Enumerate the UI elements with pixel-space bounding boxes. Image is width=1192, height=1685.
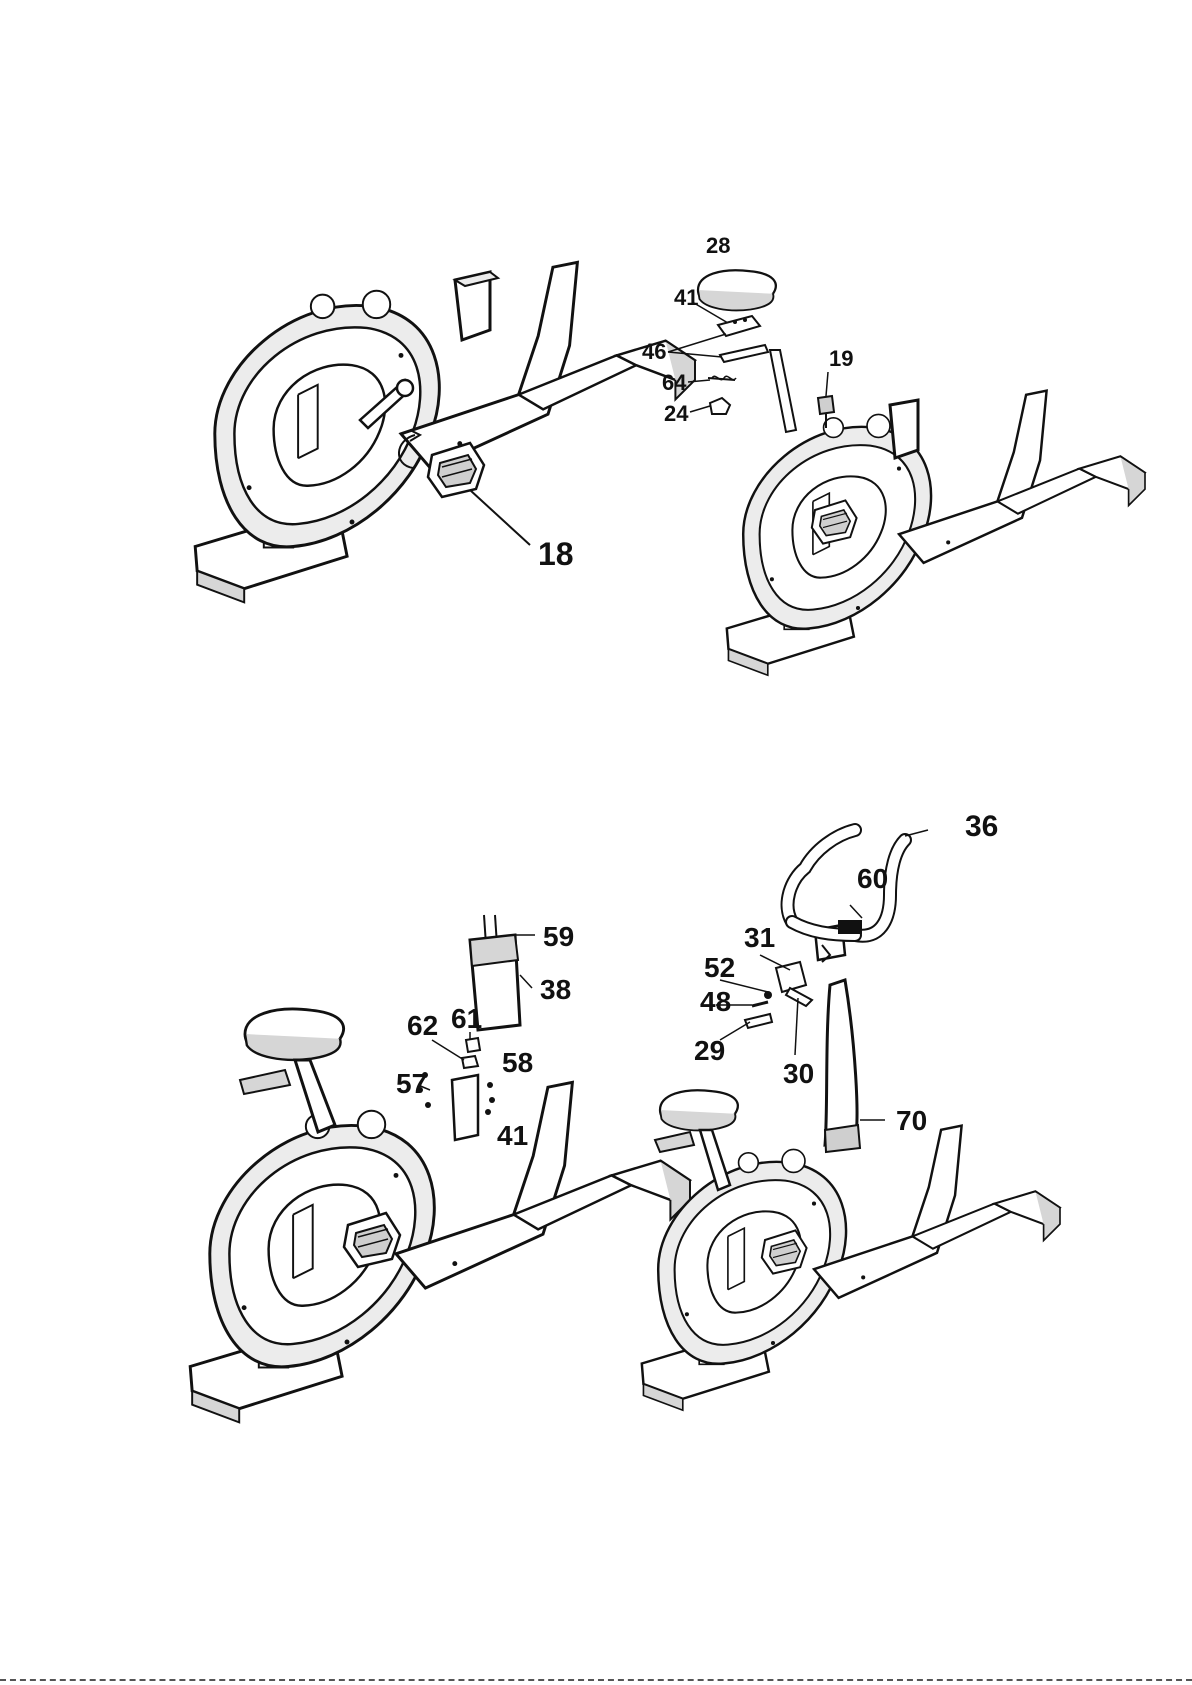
part-number-p59: 59	[543, 921, 574, 952]
leader-38	[520, 975, 532, 988]
leader-36	[905, 830, 928, 836]
leader-24	[690, 406, 710, 412]
leader-60	[850, 905, 862, 918]
part-number-p46: 46	[642, 339, 666, 364]
part-number-p61: 61	[451, 1003, 482, 1034]
part-number-p28: 28	[706, 233, 730, 258]
step4-diagram	[642, 830, 1060, 1410]
step2-diagram	[668, 270, 1145, 675]
step3-diagram	[190, 915, 690, 1422]
part-number-p58: 58	[502, 1047, 533, 1078]
part-number-p64: 64	[662, 370, 687, 395]
part-number-p60: 60	[857, 863, 888, 894]
leader-19	[826, 372, 828, 396]
part-number-p41a: 41	[674, 285, 698, 310]
part-number-p31: 31	[744, 922, 775, 953]
leader-46a	[668, 334, 726, 352]
part-number-p70: 70	[896, 1105, 927, 1136]
part-number-p41b: 41	[497, 1120, 528, 1151]
leader-30	[795, 998, 798, 1055]
part-number-p29: 29	[694, 1035, 725, 1066]
part-number-p19: 19	[829, 346, 853, 371]
leader-62	[432, 1040, 464, 1060]
part-number-p57: 57	[396, 1068, 427, 1099]
page-bottom-dashed-rule	[0, 1679, 1192, 1681]
part-number-p62: 62	[407, 1010, 438, 1041]
part-number-p38: 38	[540, 974, 571, 1005]
leader-18	[470, 490, 530, 545]
part-number-p30: 30	[783, 1058, 814, 1089]
part-number-p36: 36	[965, 810, 998, 843]
part-number-p48: 48	[700, 986, 731, 1017]
step1-diagram	[195, 262, 695, 602]
part-number-p18: 18	[538, 536, 574, 572]
part-number-p52: 52	[704, 952, 735, 983]
part-number-p24: 24	[664, 401, 689, 426]
